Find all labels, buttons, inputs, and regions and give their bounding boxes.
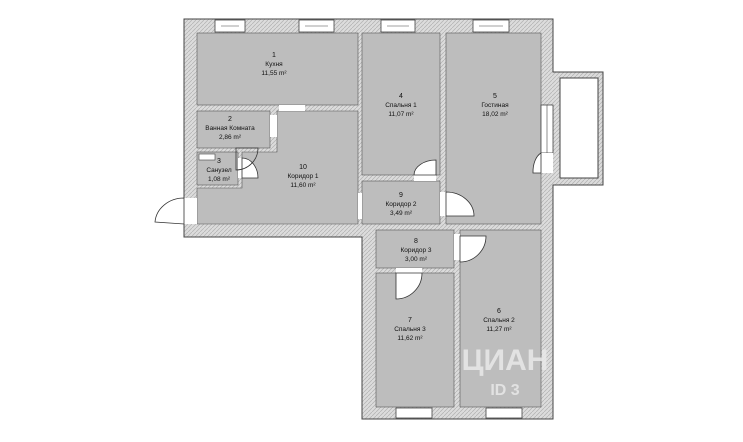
window-bedroom-3 (395, 407, 433, 419)
svg-text:5: 5 (493, 93, 497, 100)
svg-text:8: 8 (414, 238, 418, 245)
watermark: ЦИАН ID 3 (462, 344, 549, 399)
room-kitchen (196, 32, 359, 106)
room-label-9: 9 Коридор 2 3,49 m² (385, 192, 416, 217)
door-openings (184, 105, 553, 273)
room-label-6: 6 Спальня 2 11,27 m² (483, 308, 515, 333)
svg-text:10: 10 (299, 164, 307, 171)
door-bedroom-1 (413, 159, 437, 176)
svg-text:2: 2 (228, 116, 232, 123)
room-corridor-3 (375, 229, 455, 269)
room-label-4: 4 Спальня 1 11,07 m² (385, 93, 417, 118)
door-bath (235, 147, 259, 171)
room-bedroom-2 (459, 229, 542, 408)
door-balcony (532, 152, 542, 174)
svg-text:Гостиная: Гостиная (481, 102, 509, 109)
svg-text:3,49 m²: 3,49 m² (390, 210, 413, 217)
svg-text:6: 6 (497, 308, 501, 315)
svg-text:11,07 m²: 11,07 m² (388, 111, 414, 118)
room-label-10: 10 Коридор 1 11,60 m² (287, 164, 318, 189)
windows (214, 19, 554, 419)
svg-text:Спальня 2: Спальня 2 (483, 317, 515, 324)
svg-text:18,02 m²: 18,02 m² (482, 111, 508, 118)
svg-text:3,00 m²: 3,00 m² (405, 256, 428, 263)
svg-text:7: 7 (408, 317, 412, 324)
svg-text:Спальня 1: Спальня 1 (385, 102, 417, 109)
balcony (559, 77, 599, 179)
room-corridor-1 (196, 110, 359, 225)
room-label-1: 1 Кухня 11,55 m² (261, 52, 287, 77)
room-bedroom-1 (361, 32, 441, 176)
room-label-5: 5 Гостиная 18,02 m² (481, 93, 509, 118)
svg-text:9: 9 (399, 192, 403, 199)
toilet-fixture (198, 153, 216, 161)
room-corridor-2 (361, 180, 441, 225)
room-label-7: 7 Спальня 3 11,62 m² (394, 317, 426, 342)
svg-text:3: 3 (217, 158, 221, 165)
svg-text:Спальня 3: Спальня 3 (394, 326, 426, 333)
room-label-3: 3 Санузел 1,08 m² (206, 158, 232, 183)
svg-text:2,86 m²: 2,86 m² (219, 134, 242, 141)
svg-text:4: 4 (399, 93, 403, 100)
door-toilet (241, 157, 259, 179)
room-living (445, 32, 542, 225)
svg-text:11,62 m²: 11,62 m² (397, 335, 423, 342)
svg-text:Коридор 2: Коридор 2 (385, 201, 416, 208)
svg-text:Санузел: Санузел (206, 167, 232, 174)
svg-text:11,55 m²: 11,55 m² (261, 70, 287, 77)
door-corridor-2 (445, 191, 475, 217)
window-bedroom-2 (485, 407, 523, 419)
svg-text:11,27 m²: 11,27 m² (486, 326, 512, 333)
svg-text:Коридор 1: Коридор 1 (287, 173, 318, 180)
svg-text:ЦИАН: ЦИАН (462, 344, 549, 377)
door-entrance (154, 197, 185, 225)
door-bedroom-3 (395, 272, 423, 300)
svg-text:1: 1 (272, 52, 276, 59)
svg-text:Кухня: Кухня (265, 61, 283, 68)
svg-text:ID 3: ID 3 (490, 382, 519, 399)
doors (154, 147, 542, 300)
door-bedroom-2 (459, 235, 487, 263)
svg-text:1,08 m²: 1,08 m² (208, 176, 231, 183)
room-label-8: 8 Коридор 3 3,00 m² (400, 238, 431, 263)
room-label-2: 2 Ванная Комната 2,86 m² (205, 116, 255, 141)
svg-text:Ванная Комната: Ванная Комната (205, 125, 255, 132)
svg-text:11,60 m²: 11,60 m² (290, 182, 316, 189)
svg-text:Коридор 3: Коридор 3 (400, 247, 431, 254)
